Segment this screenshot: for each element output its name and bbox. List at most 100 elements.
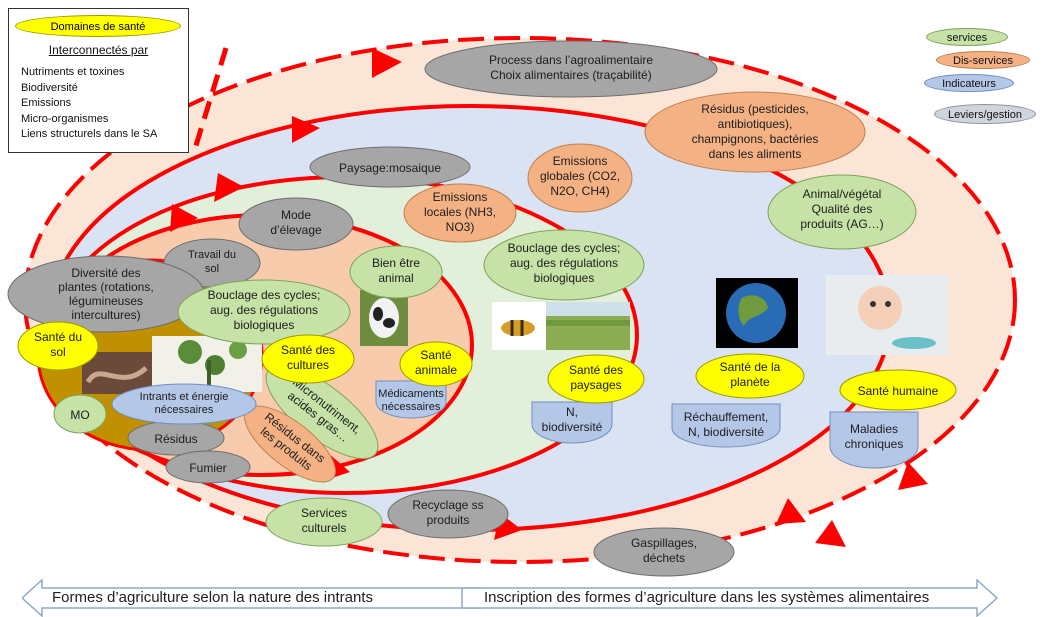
travail-sol-line-2: sol [205, 263, 219, 275]
paysage-line-1: Paysage:mosaique [339, 161, 441, 175]
node-intrants [111, 383, 257, 425]
node-residus-text: Résidus [154, 432, 197, 446]
node-fumier-text: Fumier [189, 461, 226, 475]
residus-line-1: Résidus [154, 432, 197, 446]
sante-sol-line-1: Santé du [34, 330, 82, 344]
mode-elevage-line-2: d’élevage [270, 223, 322, 237]
node-medicaments [375, 380, 447, 419]
node-bouclage-inner-text: Bouclage des cycles;aug. des régulations… [208, 288, 321, 332]
node-sante-paysages [547, 354, 645, 404]
sante-paysages-line-2: paysages [570, 378, 621, 392]
mode-elevage-line-1: Mode [281, 208, 311, 222]
arrow-head-4 [170, 204, 198, 232]
legend-box: Domaines de santé Interconnectés par Nut… [8, 8, 189, 153]
bien-etre-line-2: animal [378, 271, 413, 285]
animal-vegetal-line-2: Qualité des [812, 202, 873, 216]
key-indicateurs: Indicateurs [924, 74, 1014, 92]
arrow-head-8 [815, 520, 846, 547]
legend-item: Biodiversité [21, 81, 78, 94]
node-sante-humaine [839, 369, 957, 411]
diversite-line-3: légumineuses [69, 294, 143, 308]
bouclage-outer-line-3: biologiques [534, 271, 595, 285]
node-paysage [309, 146, 471, 188]
node-sante-humaine-text: Santé humaine [858, 384, 939, 398]
node-bouclage-inner [177, 279, 351, 345]
node-mo-text: MO [70, 408, 89, 422]
travail-sol-line-1: Travail du [188, 249, 236, 261]
bouclage-outer-line-2: aug. des régulations [510, 256, 618, 270]
bouclage-outer-line-1: Bouclage des cycles; [508, 241, 621, 255]
emissions-globales-line-3: N2O, CH4) [550, 184, 609, 198]
recyclage-line-2: produits [427, 513, 470, 527]
medicaments-line-2: nécessaires [382, 401, 441, 413]
n-biodiv-line-2: biodiversité [542, 420, 603, 434]
legend-title: Interconnectés par [48, 43, 149, 57]
bottom-arrow-right-shape [461, 578, 999, 617]
baby-photo [826, 275, 948, 355]
cow-photo [360, 290, 408, 346]
arrow-head-2 [292, 116, 320, 143]
sante-planete-line-1: Santé de la [720, 360, 781, 374]
node-n-biodiv [531, 401, 613, 444]
sante-animale-line-1: Santé [420, 348, 452, 362]
legend-domain-pill: Domaines de santé [15, 15, 181, 37]
node-gaspillages-text: Gaspillages,déchets [631, 536, 697, 565]
legend-item: Emissions [21, 97, 72, 109]
sante-cultures-line-1: Santé des [281, 343, 335, 357]
node-mo [53, 394, 107, 434]
bouclage-inner-line-2: aug. des régulations [210, 303, 318, 317]
bien-etre-line-1: Bien être [372, 256, 420, 270]
node-sante-planete [695, 353, 805, 399]
node-bouclage-outer-text: Bouclage des cycles;aug. des régulations… [508, 241, 621, 285]
sante-planete-line-2: planète [730, 375, 770, 389]
node-bouclage-outer [483, 229, 645, 301]
node-fumier [165, 450, 251, 484]
rechauffement-line-1: Réchauffement, [684, 410, 769, 424]
services-culturels-line-2: culturels [302, 521, 347, 535]
node-paysage-text: Paysage:mosaique [339, 161, 441, 175]
diversite-line-2: plantes (rotations, [58, 280, 153, 294]
bottom-left-caption: Formes d’agriculture selon la nature des… [52, 589, 373, 606]
maladies-line-1: Maladies [850, 422, 898, 436]
process-line-2: Choix alimentaires (traçabilité) [490, 68, 651, 82]
diversite-line-1: Diversité des [71, 266, 140, 280]
bee-landscape-photo [492, 302, 630, 350]
node-gaspillages [593, 527, 735, 577]
sante-sol-line-2: sol [50, 345, 65, 359]
earth-photo [716, 278, 798, 348]
residus-aliments-line-2: antibiotiques), [718, 117, 793, 131]
intrants-line-2: nécessaires [155, 404, 214, 416]
legend-dashed-line [191, 47, 229, 153]
arrow-head-9 [898, 462, 928, 490]
legend-item: Liens structurels dans le SA [21, 128, 158, 140]
node-bien-etre [349, 245, 443, 299]
node-services-culturels [265, 497, 383, 547]
node-recyclage [387, 489, 509, 539]
diversite-line-4: intercultures) [71, 308, 140, 322]
bouclage-inner-line-3: biologiques [234, 318, 295, 332]
key-services: services [926, 28, 1008, 46]
sante-paysages-line-1: Santé des [569, 363, 623, 377]
recyclage-line-1: Recyclage ss [412, 498, 483, 512]
node-n-biodiv-text: N,biodiversité [542, 405, 603, 434]
bouclage-inner-line-1: Bouclage des cycles; [208, 288, 321, 302]
emissions-locales-line-3: NO3) [446, 220, 475, 234]
legend-item: Nutriments et toxines [21, 66, 125, 78]
bottom-right-caption: Inscription des formes d’agriculture dan… [484, 589, 930, 606]
rechauffement-line-2: N, biodiversité [688, 425, 764, 439]
residus-aliments-line-4: dans les aliments [709, 147, 802, 161]
node-animal-vegetal [767, 174, 917, 250]
plant-photo [152, 336, 262, 392]
